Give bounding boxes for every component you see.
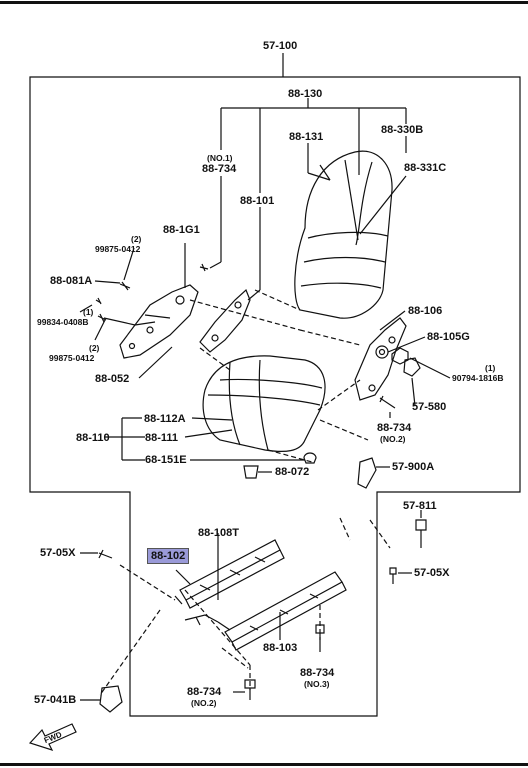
callout-57-041b: 57-041B [34, 694, 77, 706]
callout-88-101: 88-101 [240, 195, 275, 207]
callout-qty-1-right: (1) [485, 363, 496, 373]
callout-99834-0408b: 99834-0408B [37, 317, 89, 327]
bolt-57-811 [415, 519, 427, 548]
cover-57-900a [357, 457, 377, 489]
top-rule [0, 1, 528, 4]
callout-57-580: 57-580 [412, 401, 447, 413]
callout-88-105g: 88-105G [427, 331, 470, 343]
callout-88-081a: 88-081A [50, 275, 93, 287]
callout-88-103: 88-103 [263, 642, 298, 654]
hinge-bracket [199, 288, 251, 353]
callout-57-05x-right: 57-05X [414, 567, 450, 579]
callout-90794-1816b: 90794-1816B [452, 373, 504, 383]
callout-88-072: 88-072 [275, 466, 310, 478]
recliner-bracket-right [354, 317, 407, 401]
callout-qty-2-bottom: (2) [89, 343, 100, 353]
callout-68-151e: 68-151E [145, 454, 187, 466]
callout-57-100: 57-100 [263, 40, 298, 52]
seat-rail-left [174, 539, 285, 609]
callout-88-106: 88-106 [408, 305, 443, 317]
clip-68-151e [303, 452, 317, 464]
bolt-88-734-no2 [379, 395, 396, 409]
callout-no2-qualifier-right: (NO.2) [380, 434, 406, 444]
callout-88-1g1: 88-1G1 [163, 224, 200, 236]
callout-88-330b: 88-330B [381, 124, 424, 136]
bolt-99875-bottom [97, 313, 107, 323]
callout-88-110: 88-110 [76, 432, 110, 444]
bottom-rule [0, 763, 528, 766]
seat-cushion [202, 355, 326, 452]
callout-88-734-no1: 88-734 [202, 163, 237, 175]
bolt-88-734-no3 [315, 624, 325, 652]
callout-88-102-highlighted: 88-102 [147, 548, 190, 564]
bolt-57-05x-right [389, 567, 397, 584]
bolt-88-734-no2-bottom [244, 679, 256, 700]
callout-88-734-no2-right: 88-734 [377, 422, 412, 434]
callout-no1-qualifier: (NO.1) [207, 153, 233, 163]
washer-88-105g [375, 345, 389, 359]
callout-57-811: 57-811 [403, 500, 437, 512]
cover-57-580 [403, 357, 421, 377]
callout-qty-2-top: (2) [131, 234, 142, 244]
callout-88-111: 88-111 [145, 432, 179, 444]
callout-88-331c: 88-331C [404, 162, 447, 174]
bolt-57-05x-left [98, 549, 113, 559]
assembly-outline [29, 76, 521, 717]
cap-57-041b [99, 685, 123, 713]
callout-qty-1-left: (1) [83, 307, 94, 317]
callout-88-108t: 88-108T [198, 527, 239, 539]
callout-99875-0412-top: 99875-0412 [95, 244, 141, 254]
callout-88-131: 88-131 [289, 131, 324, 143]
callout-88-112a: 88-112A [144, 413, 186, 425]
seat-rail-right [224, 571, 347, 651]
callout-57-05x-left: 57-05X [40, 547, 76, 559]
recliner-bracket-left [119, 284, 199, 359]
callout-99875-0412-bottom: 99875-0412 [49, 353, 95, 363]
callout-88-734-no2-bottom: 88-734 [187, 686, 222, 698]
callout-88-052: 88-052 [95, 373, 130, 385]
fwd-arrow-icon [28, 723, 77, 752]
lever-88-108t [184, 614, 219, 626]
clip-88-072 [243, 465, 259, 479]
seat-back-cushion [294, 150, 393, 319]
callout-no2-qualifier-bottom: (NO.2) [191, 698, 217, 708]
bolt-99875-top [119, 281, 131, 291]
callout-88-130: 88-130 [288, 88, 323, 100]
callout-88-734-no3: 88-734 [300, 667, 335, 679]
callout-no3-qualifier: (NO.3) [304, 679, 330, 689]
callout-57-900a: 57-900A [392, 461, 435, 473]
bolt-99834 [95, 297, 102, 305]
